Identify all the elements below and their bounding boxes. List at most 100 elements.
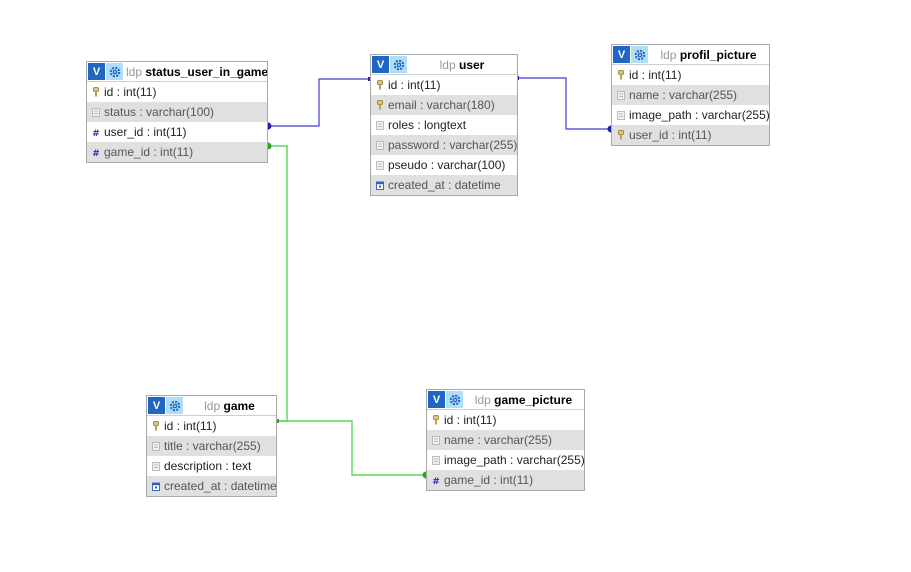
relation-endpoint-user-left: [368, 77, 371, 81]
column-row[interactable]: id : int(11): [612, 65, 769, 85]
column-row[interactable]: name : varchar(255): [427, 430, 584, 450]
table-title: ldp profil_picture: [648, 48, 769, 62]
column-row[interactable]: name : varchar(255): [612, 85, 769, 105]
column-row[interactable]: id : int(11): [427, 410, 584, 430]
column-icon: [616, 90, 626, 100]
column-label: image_path : varchar(255): [444, 453, 584, 467]
column-icon: [616, 110, 626, 120]
table-title: ldp user: [407, 58, 517, 72]
database-name: ldp: [126, 64, 143, 79]
column-row[interactable]: description : text: [147, 456, 276, 476]
column-icon: [375, 140, 385, 150]
table-name: game: [223, 398, 255, 413]
column-label: id : int(11): [388, 78, 441, 92]
column-label: name : varchar(255): [444, 433, 553, 447]
column-label: image_path : varchar(255): [629, 108, 769, 122]
database-name: ldp: [474, 392, 491, 407]
column-row[interactable]: image_path : varchar(255): [612, 105, 769, 125]
column-label: name : varchar(255): [629, 88, 738, 102]
column-icon: [375, 120, 385, 130]
column-row[interactable]: created_at : datetime: [371, 175, 517, 195]
gear-icon[interactable]: [631, 46, 648, 63]
v-toggle-icon[interactable]: V: [148, 397, 165, 414]
column-label: status : varchar(100): [104, 105, 215, 119]
v-toggle-icon[interactable]: V: [613, 46, 630, 63]
table-name: game_picture: [494, 392, 573, 407]
relation-profil-picture-to-user: [517, 77, 611, 130]
column-icon: [431, 435, 441, 445]
key-icon: [431, 415, 441, 425]
column-label: game_id : int(11): [444, 473, 534, 487]
table-name: user: [459, 57, 485, 72]
hash-icon: #: [91, 148, 101, 157]
column-label: roles : longtext: [388, 118, 467, 132]
table-name: profil_picture: [679, 47, 757, 62]
column-row[interactable]: # game_id : int(11): [427, 470, 584, 490]
column-row[interactable]: user_id : int(11): [612, 125, 769, 145]
key-icon: [616, 70, 626, 80]
column-row[interactable]: id : int(11): [371, 75, 517, 95]
column-row[interactable]: roles : longtext: [371, 115, 517, 135]
calendar-icon: [375, 181, 385, 190]
column-row[interactable]: image_path : varchar(255): [427, 450, 584, 470]
v-toggle-icon[interactable]: V: [88, 63, 105, 80]
table-name: status_user_in_game: [145, 64, 267, 79]
column-row[interactable]: #game_id : int(11): [87, 142, 267, 162]
column-label: title : varchar(255): [164, 439, 261, 453]
column-icon: [91, 107, 101, 117]
gear-icon[interactable]: [390, 56, 407, 73]
column-icon: [151, 461, 161, 471]
column-label: id : int(11): [104, 85, 157, 99]
column-row[interactable]: status : varchar(100): [87, 102, 267, 122]
database-name: ldp: [204, 398, 221, 413]
column-row[interactable]: password : varchar(255): [371, 135, 517, 155]
column-icon: [431, 455, 441, 465]
hash-icon: #: [431, 476, 441, 485]
column-label: id : int(11): [629, 68, 682, 82]
key-icon: [616, 130, 626, 140]
v-toggle-icon[interactable]: V: [372, 56, 389, 73]
v-toggle-icon[interactable]: V: [428, 391, 445, 408]
column-row[interactable]: email : varchar(180): [371, 95, 517, 115]
gear-icon[interactable]: [166, 397, 183, 414]
database-name: ldp: [439, 57, 456, 72]
column-row[interactable]: created_at : datetime: [147, 476, 276, 496]
gear-icon[interactable]: [106, 63, 123, 80]
column-label: created_at : datetime: [388, 178, 501, 192]
table-title: ldp game_picture: [463, 393, 584, 407]
column-row[interactable]: title : varchar(255): [147, 436, 276, 456]
column-row[interactable]: # user_id : int(11): [87, 122, 267, 142]
column-label: game_id : int(11): [104, 145, 194, 159]
column-row[interactable]: pseudo : varchar(100): [371, 155, 517, 175]
column-label: password : varchar(255): [388, 138, 517, 152]
svg-text:#: #: [432, 477, 440, 485]
column-row[interactable]: id : int(11): [87, 82, 267, 102]
svg-text:#: #: [92, 129, 100, 137]
column-label: user_id : int(11): [629, 128, 712, 142]
hash-icon: #: [91, 128, 101, 137]
gear-icon[interactable]: [446, 391, 463, 408]
column-row[interactable]: id : int(11): [147, 416, 276, 436]
column-label: pseudo : varchar(100): [388, 158, 506, 172]
column-label: email : varchar(180): [388, 98, 495, 112]
column-icon: [151, 441, 161, 451]
relation-endpoint-game: [276, 419, 279, 423]
column-icon: [375, 160, 385, 170]
column-label: id : int(11): [444, 413, 497, 427]
key-icon: [375, 100, 385, 110]
relation-status-user-to-user: [268, 78, 370, 127]
column-label: id : int(11): [164, 419, 217, 433]
table-title: ldp game: [183, 399, 276, 413]
relation-game-picture-to-game: [277, 420, 426, 476]
column-label: user_id : int(11): [104, 125, 187, 139]
